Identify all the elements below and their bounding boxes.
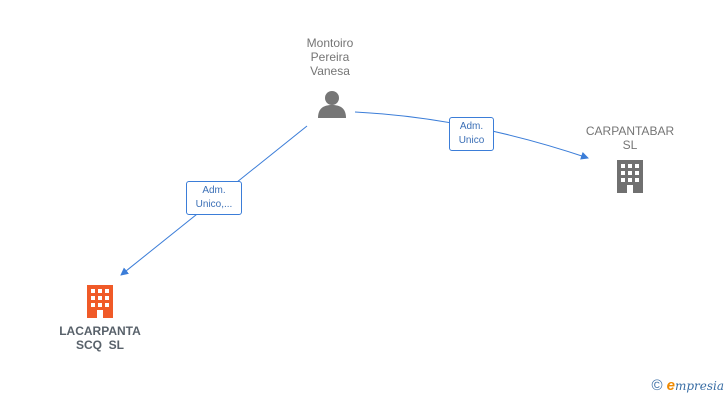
carpantabar-label[interactable]: CARPANTABAR SL (575, 124, 685, 152)
brand-name: mpresia (674, 379, 724, 393)
empresia-logo[interactable]: © empresia (652, 377, 724, 394)
lacarpanta-label[interactable]: LACARPANTA SCQ SL (45, 324, 155, 352)
person-label[interactable]: Montoiro Pereira Vanesa (290, 36, 370, 78)
lacarpanta-label-line-2: SCQ SL (75, 338, 124, 352)
carpantabar-label-line-2: SL (622, 138, 638, 152)
edge-label-line-2: Unico,... (195, 199, 233, 210)
edge-label-line-2: Unico (458, 135, 485, 146)
person-label-line-2: Pereira (310, 50, 350, 64)
edge-label-line-1: Adm. (202, 185, 226, 196)
edge-label-adm-unico-more[interactable]: Adm. Unico,... (186, 181, 242, 215)
edge-label-line-1: Adm. (459, 121, 484, 132)
carpantabar-label-line-1: CARPANTABAR (585, 124, 675, 138)
edge-label-adm-unico[interactable]: Adm. Unico (449, 117, 494, 151)
person-label-line-1: Montoiro (306, 36, 354, 50)
person-icon[interactable] (317, 90, 347, 118)
person-label-line-3: Vanesa (310, 64, 350, 78)
lacarpanta-label-line-1: LACARPANTA (59, 324, 141, 338)
brand-initial: e (666, 377, 675, 394)
building-icon[interactable] (85, 284, 115, 318)
building-icon[interactable] (615, 159, 645, 193)
copyright-symbol: © (651, 377, 663, 394)
